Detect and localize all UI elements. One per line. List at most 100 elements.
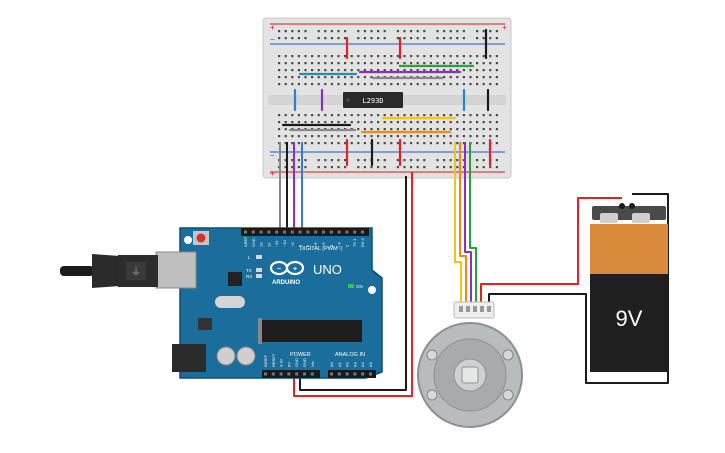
rail-hole[interactable] <box>344 159 347 162</box>
rail-hole[interactable] <box>436 159 439 162</box>
terminal-hole[interactable] <box>363 83 366 86</box>
terminal-hole[interactable] <box>383 69 386 72</box>
terminal-hole[interactable] <box>416 121 419 124</box>
terminal-hole[interactable] <box>344 114 347 117</box>
rail-hole[interactable] <box>476 159 479 162</box>
terminal-hole[interactable] <box>357 135 360 138</box>
terminal-hole[interactable] <box>469 69 472 72</box>
terminal-hole[interactable] <box>469 128 472 131</box>
rail-hole[interactable] <box>284 30 287 33</box>
terminal-hole[interactable] <box>482 76 485 79</box>
rail-hole[interactable] <box>443 166 446 169</box>
terminal-hole[interactable] <box>357 69 360 72</box>
terminal-hole[interactable] <box>324 83 327 86</box>
terminal-hole[interactable] <box>350 76 353 79</box>
rail-hole[interactable] <box>278 30 281 33</box>
rail-hole[interactable] <box>410 166 413 169</box>
rail-hole[interactable] <box>449 37 452 40</box>
terminal-hole[interactable] <box>469 76 472 79</box>
terminal-hole[interactable] <box>495 83 498 86</box>
header-pin[interactable] <box>244 230 247 234</box>
rail-hole[interactable] <box>495 159 498 162</box>
terminal-hole[interactable] <box>462 69 465 72</box>
terminal-hole[interactable] <box>489 55 492 58</box>
rail-hole[interactable] <box>396 30 399 33</box>
terminal-hole[interactable] <box>449 76 452 79</box>
terminal-hole[interactable] <box>284 128 287 131</box>
rail-hole[interactable] <box>482 37 485 40</box>
rail-hole[interactable] <box>495 166 498 169</box>
terminal-hole[interactable] <box>291 135 294 138</box>
terminal-hole[interactable] <box>311 69 314 72</box>
terminal-hole[interactable] <box>443 55 446 58</box>
terminal-hole[interactable] <box>317 69 320 72</box>
terminal-hole[interactable] <box>317 135 320 138</box>
header-pin[interactable] <box>303 372 306 376</box>
terminal-hole[interactable] <box>291 114 294 117</box>
rail-hole[interactable] <box>377 37 380 40</box>
terminal-hole[interactable] <box>337 76 340 79</box>
terminal-hole[interactable] <box>449 114 452 117</box>
rail-hole[interactable] <box>363 37 366 40</box>
terminal-hole[interactable] <box>297 76 300 79</box>
header-pin[interactable] <box>345 372 349 376</box>
terminal-hole[interactable] <box>357 128 360 131</box>
rail-hole[interactable] <box>330 166 333 169</box>
header-pin[interactable] <box>337 372 341 376</box>
terminal-hole[interactable] <box>443 135 446 138</box>
rail-hole[interactable] <box>456 159 459 162</box>
rail-hole[interactable] <box>383 37 386 40</box>
terminal-hole[interactable] <box>462 62 465 65</box>
terminal-hole[interactable] <box>344 135 347 138</box>
terminal-hole[interactable] <box>344 121 347 124</box>
terminal-hole[interactable] <box>357 114 360 117</box>
terminal-hole[interactable] <box>284 135 287 138</box>
terminal-hole[interactable] <box>363 62 366 65</box>
terminal-hole[interactable] <box>482 128 485 131</box>
terminal-hole[interactable] <box>284 142 287 145</box>
terminal-hole[interactable] <box>330 83 333 86</box>
rail-hole[interactable] <box>317 37 320 40</box>
rail-hole[interactable] <box>297 166 300 169</box>
header-pin[interactable] <box>330 372 333 376</box>
header-pin[interactable] <box>329 230 333 234</box>
header-pin[interactable] <box>369 372 372 376</box>
terminal-hole[interactable] <box>390 83 393 86</box>
terminal-hole[interactable] <box>410 121 413 124</box>
rail-hole[interactable] <box>330 37 333 40</box>
terminal-hole[interactable] <box>324 76 327 79</box>
terminal-hole[interactable] <box>278 69 281 72</box>
terminal-hole[interactable] <box>297 121 300 124</box>
terminal-hole[interactable] <box>370 55 373 58</box>
terminal-hole[interactable] <box>469 55 472 58</box>
rail-hole[interactable] <box>324 30 327 33</box>
terminal-hole[interactable] <box>291 121 294 124</box>
terminal-hole[interactable] <box>462 135 465 138</box>
terminal-hole[interactable] <box>482 142 485 145</box>
terminal-hole[interactable] <box>469 135 472 138</box>
terminal-hole[interactable] <box>462 55 465 58</box>
terminal-hole[interactable] <box>462 76 465 79</box>
header-pin[interactable] <box>283 230 286 234</box>
terminal-hole[interactable] <box>495 114 498 117</box>
terminal-hole[interactable] <box>495 55 498 58</box>
terminal-hole[interactable] <box>350 135 353 138</box>
rail-hole[interactable] <box>344 37 347 40</box>
terminal-hole[interactable] <box>278 114 281 117</box>
terminal-hole[interactable] <box>476 121 479 124</box>
terminal-hole[interactable] <box>429 128 432 131</box>
rail-hole[interactable] <box>330 30 333 33</box>
rail-hole[interactable] <box>370 166 373 169</box>
header-pin[interactable] <box>287 372 291 376</box>
terminal-hole[interactable] <box>377 135 380 138</box>
terminal-hole[interactable] <box>324 135 327 138</box>
terminal-hole[interactable] <box>357 83 360 86</box>
motor-connector-pin[interactable] <box>459 306 463 312</box>
terminal-hole[interactable] <box>297 69 300 72</box>
rail-hole[interactable] <box>443 30 446 33</box>
terminal-hole[interactable] <box>357 62 360 65</box>
terminal-hole[interactable] <box>357 142 360 145</box>
terminal-hole[interactable] <box>370 76 373 79</box>
terminal-hole[interactable] <box>297 55 300 58</box>
terminal-hole[interactable] <box>482 114 485 117</box>
